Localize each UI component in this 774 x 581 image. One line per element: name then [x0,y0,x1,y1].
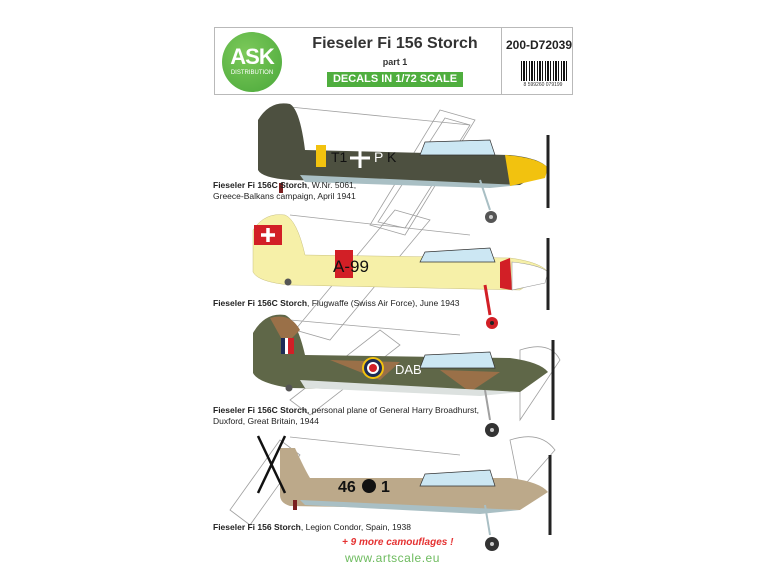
svg-text:1: 1 [381,479,390,496]
black-disc-icon [362,479,376,493]
caption-1: Fieseler Fi 156C Storch, W.Nr. 5061, Gre… [213,180,357,201]
barcode-icon [521,61,569,81]
marking-text-4: 46 [338,479,356,496]
caption-2: Fieseler Fi 156C Storch, Flugwaffe (Swis… [213,298,460,308]
header-box: ASK DISTRIBUTION Fieseler Fi 156 Storch … [214,27,573,95]
fuselage-1 [258,103,548,185]
canopy-1 [419,139,496,156]
saint-andrew-cross-icon [256,435,287,494]
balkenkreuz-icon [350,148,370,168]
product-part: part 1 [382,57,408,67]
header-divider [501,28,502,94]
fuselage-4 [280,448,548,510]
barcode-number: 8 599260 079199 [523,82,563,88]
fin-flash [288,338,294,354]
marking-text-2: A-99 [333,257,369,276]
caption-3: Fieseler Fi 156C Storch, personal plane … [213,405,479,426]
logo-text: ASK [230,44,274,69]
scale-badge: DECALS IN 1/72 SCALE [327,72,463,87]
website-link[interactable]: www.artscale.eu [345,551,440,565]
marking-text-3: DAB [395,362,422,377]
logo-subtext: DISTRIBUTION [230,70,274,76]
svg-text:K: K [387,149,397,165]
product-title: Fieseler Fi 156 Storch [312,35,478,52]
more-camouflages-text: + 9 more camouflages ! [342,537,454,548]
product-code: 200-D72039 [505,38,573,52]
marking-text-1: T1 [331,149,348,165]
svg-text:P: P [374,149,383,165]
caption-4: Fieseler Fi 156 Storch, Legion Condor, S… [213,522,411,532]
yellow-nose [505,155,548,186]
fuselage-2 [252,214,549,291]
ask-logo: ASK DISTRIBUTION [222,32,282,92]
